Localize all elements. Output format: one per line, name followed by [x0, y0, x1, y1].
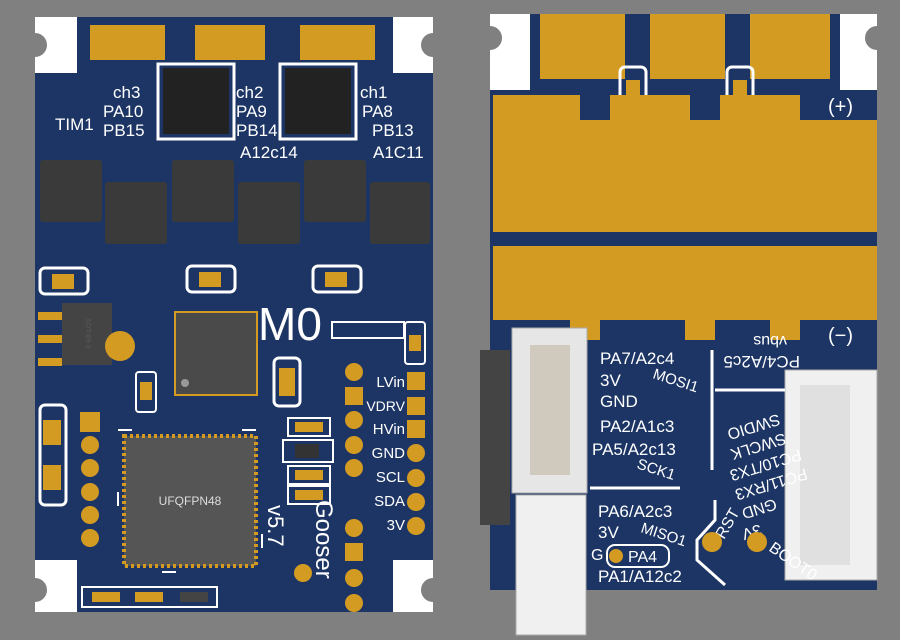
phase-pad [195, 25, 265, 60]
chip-outline [278, 62, 358, 141]
motor-label: M0 [258, 298, 322, 350]
rst-pad [702, 532, 722, 552]
label-gnd: GND [600, 392, 638, 411]
channel-low-pin: PB14 [236, 121, 278, 140]
board-version: v5.7 [263, 505, 288, 547]
mounting-hole [23, 33, 47, 57]
label-pa1: PA1/A12c2 [598, 567, 682, 586]
pin-label-vdrv: VDRV [366, 398, 405, 414]
label-pa5: PA5/A2c13 [592, 440, 676, 459]
mosfet [238, 182, 300, 244]
mounting-hole [421, 33, 445, 57]
channel-label: ch3 [113, 83, 140, 102]
corner-cutout [490, 14, 530, 90]
mcu-label: UFQFPN48 [159, 494, 222, 508]
gate-driver-chip [163, 68, 229, 134]
regulator-tab [105, 331, 135, 361]
phase-pad [750, 14, 830, 79]
channel-adc: A12c14 [240, 143, 298, 162]
phase-pad [540, 14, 625, 79]
pin-header [480, 350, 510, 525]
negative-label: (−) [828, 325, 853, 347]
channel-pin: PA10 [103, 102, 143, 121]
mosfet [40, 160, 102, 222]
label-3v: 3V [600, 371, 621, 390]
positive-label: (+) [828, 96, 853, 118]
regulator-label: SOT-89-3 [84, 318, 91, 348]
pa4-pad [609, 549, 623, 563]
power-plane-positive [493, 95, 877, 232]
left-board: TIM1 ch3 PA10 PB15 ch2 PA9 PB14 A12c14 c… [23, 17, 445, 612]
phase-pad [90, 25, 165, 60]
resistor-array [331, 321, 405, 339]
pin-label-3v: 3V [387, 517, 405, 534]
channel-pin: PA9 [236, 102, 267, 121]
pin-label-scl: SCL [376, 469, 405, 486]
chip-outline [156, 62, 236, 141]
label-vbus: vbus [753, 332, 787, 349]
mcu-outline [117, 429, 263, 573]
label-pa6: PA6/A2c3 [598, 502, 672, 521]
corner-cutout [840, 14, 877, 90]
label-pa2: PA2/A1c3 [600, 417, 674, 436]
test-pad [294, 564, 312, 582]
phase-pad [650, 14, 725, 79]
channel-label: ch2 [236, 83, 263, 102]
boot0-pad [747, 532, 767, 552]
channel-pin: PA8 [362, 102, 393, 121]
mounting-hole [23, 578, 47, 602]
mosfet [172, 160, 234, 222]
phase-pad [300, 25, 375, 60]
left-header [80, 412, 100, 547]
channel-label: ch1 [360, 83, 387, 102]
channel-low-pin: PB15 [103, 121, 145, 140]
label-pa4: PA4 [628, 549, 657, 566]
pin-label-hvin: HVin [373, 421, 405, 438]
right-board: (+) (−) PA7/A2c4 3V MOSI1 GND PA2/A1c3 P… [478, 14, 889, 636]
channel-low-pin: PB13 [372, 121, 414, 140]
label-3v-lower: 3V [598, 523, 619, 542]
pin-label-lvin: LVin [376, 374, 405, 391]
mcu-chip [122, 434, 258, 568]
mounting-hole [421, 578, 445, 602]
mosfet [304, 160, 366, 222]
qfn-chip [174, 311, 258, 396]
small-passives [81, 417, 334, 608]
mosfets [40, 160, 430, 244]
signal-header [345, 363, 425, 612]
timer-label: TIM1 [55, 115, 94, 134]
label-pa7: PA7/A2c4 [600, 349, 674, 368]
gate-driver-chip [285, 68, 351, 134]
regulator [62, 303, 112, 365]
label-g: G [591, 547, 603, 564]
pa4-outline [606, 544, 670, 568]
power-plane-negative [493, 246, 877, 340]
board-name: Gooser [310, 500, 337, 579]
mosfet [370, 182, 430, 244]
connector-aux [515, 494, 587, 636]
channel-adc: A1C11 [373, 143, 424, 162]
pin-label-gnd: GND [372, 445, 406, 462]
label-pc4: PC4/A2c5 [723, 352, 800, 371]
mosfet [105, 182, 167, 244]
pin-label-sda: SDA [374, 493, 405, 510]
capacitors [38, 264, 426, 507]
